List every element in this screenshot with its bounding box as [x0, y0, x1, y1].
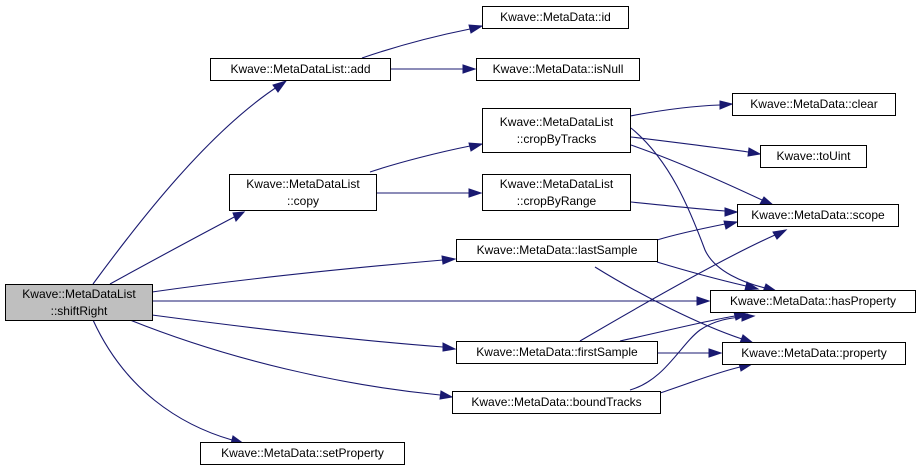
arrowhead-cropbyrange — [468, 188, 483, 198]
arrowhead-scope-4 — [772, 229, 788, 240]
node-property-label: Kwave::MetaData::property — [741, 346, 887, 360]
arrowhead-copy — [232, 211, 246, 222]
arrowhead-id — [468, 24, 484, 34]
node-cropbytracks[interactable]: Kwave::MetaDataList ::cropByTracks — [482, 108, 631, 153]
arrowhead-property-2 — [708, 348, 723, 358]
edge-cropbytracks-touint — [630, 136, 749, 153]
node-firstsample[interactable]: Kwave::MetaData::firstSample — [456, 341, 658, 364]
arrowhead-boundtracks — [439, 390, 454, 400]
node-cropbytracks-line1: Kwave::MetaDataList — [499, 114, 614, 129]
node-setproperty[interactable]: Kwave::MetaData::setProperty — [200, 442, 405, 465]
node-copy-line1: Kwave::MetaDataList — [246, 176, 360, 191]
node-shiftright-line1: Kwave::MetaDataList — [22, 286, 136, 301]
node-hasproperty-label: Kwave::MetaData::hasProperty — [729, 294, 897, 308]
node-clear[interactable]: Kwave::MetaData::clear — [732, 93, 896, 116]
edge-cropbytracks-clear — [619, 104, 721, 119]
edge-firstsample-hasproperty — [619, 315, 736, 342]
arrowhead-scope-3 — [723, 220, 739, 230]
arrowhead-hasproperty-5 — [741, 312, 756, 322]
edge-boundtracks-hasproperty — [629, 316, 743, 391]
node-lastsample[interactable]: Kwave::MetaData::lastSample — [456, 239, 658, 262]
node-shiftright: Kwave::MetaDataList ::shiftRight — [5, 284, 153, 321]
node-lastsample-label: Kwave::MetaData::lastSample — [476, 243, 638, 257]
node-scope[interactable]: Kwave::MetaData::scope — [737, 204, 899, 227]
node-setproperty-label: Kwave::MetaData::setProperty — [221, 446, 384, 460]
arrowhead-clear — [719, 100, 734, 110]
node-boundtracks-label: Kwave::MetaData::boundTracks — [471, 395, 642, 409]
node-firstsample-label: Kwave::MetaData::firstSample — [476, 345, 638, 359]
node-cropbyrange-line2: ::cropByRange — [516, 193, 597, 208]
node-boundtracks[interactable]: Kwave::MetaData::boundTracks — [452, 391, 661, 414]
edge-cropbytracks-hasproperty — [630, 127, 766, 289]
edge-shiftright-copy — [109, 214, 239, 285]
node-add-label: Kwave::MetaDataList::add — [230, 62, 371, 76]
edge-firstsample-scope — [579, 234, 776, 342]
edge-shiftright-firstsample — [151, 314, 444, 348]
edge-shiftright-lastsample — [151, 259, 444, 293]
node-isnull-label: Kwave::MetaData::isNull — [492, 62, 624, 76]
node-isnull[interactable]: Kwave::MetaData::isNull — [476, 58, 640, 81]
arrowhead-hasproperty-3 — [744, 281, 760, 291]
node-id-label: Kwave::MetaData::id — [500, 10, 611, 24]
node-copy[interactable]: Kwave::MetaDataList ::copy — [229, 174, 377, 211]
node-scope-label: Kwave::MetaData::scope — [751, 208, 885, 222]
edge-boundtracks-property — [659, 366, 741, 394]
node-touint[interactable]: Kwave::toUint — [760, 145, 867, 168]
node-clear-label: Kwave::MetaData::clear — [750, 97, 878, 111]
edge-add-id — [361, 28, 471, 59]
node-cropbytracks-line2: ::cropByTracks — [516, 131, 597, 146]
edge-cropbytracks-scope — [630, 144, 763, 201]
edge-lastsample-scope — [656, 223, 726, 241]
edge-lastsample-property — [594, 266, 743, 340]
arrowhead-firstsample — [442, 342, 457, 352]
edge-lastsample-hasproperty — [656, 261, 747, 287]
node-id[interactable]: Kwave::MetaData::id — [482, 6, 629, 29]
node-cropbyrange-line1: Kwave::MetaDataList — [499, 176, 614, 191]
node-property[interactable]: Kwave::MetaData::property — [722, 342, 906, 365]
node-touint-label: Kwave::toUint — [776, 149, 851, 163]
edge-shiftright-add — [92, 84, 281, 285]
arrowhead-hasproperty-1 — [696, 296, 711, 306]
edge-copy-cropbytracks — [369, 145, 471, 173]
arrowhead-add — [272, 80, 288, 93]
arrowhead-isnull — [462, 64, 477, 74]
arrowhead-lastsample — [441, 255, 457, 265]
edge-shiftright-boundtracks — [129, 319, 441, 396]
node-cropbyrange[interactable]: Kwave::MetaDataList ::cropByRange — [482, 174, 631, 211]
arrowhead-touint — [747, 147, 762, 157]
arrowhead-cropbytracks — [468, 142, 484, 152]
node-add[interactable]: Kwave::MetaDataList::add — [210, 58, 391, 81]
arrowhead-scope-2 — [724, 207, 739, 217]
edge-cropbyrange-scope — [630, 201, 726, 212]
edge-shiftright-setproperty — [92, 319, 233, 441]
node-hasproperty[interactable]: Kwave::MetaData::hasProperty — [710, 290, 916, 313]
node-copy-line2: ::copy — [286, 193, 319, 208]
node-shiftright-line2: ::shiftRight — [50, 303, 108, 318]
